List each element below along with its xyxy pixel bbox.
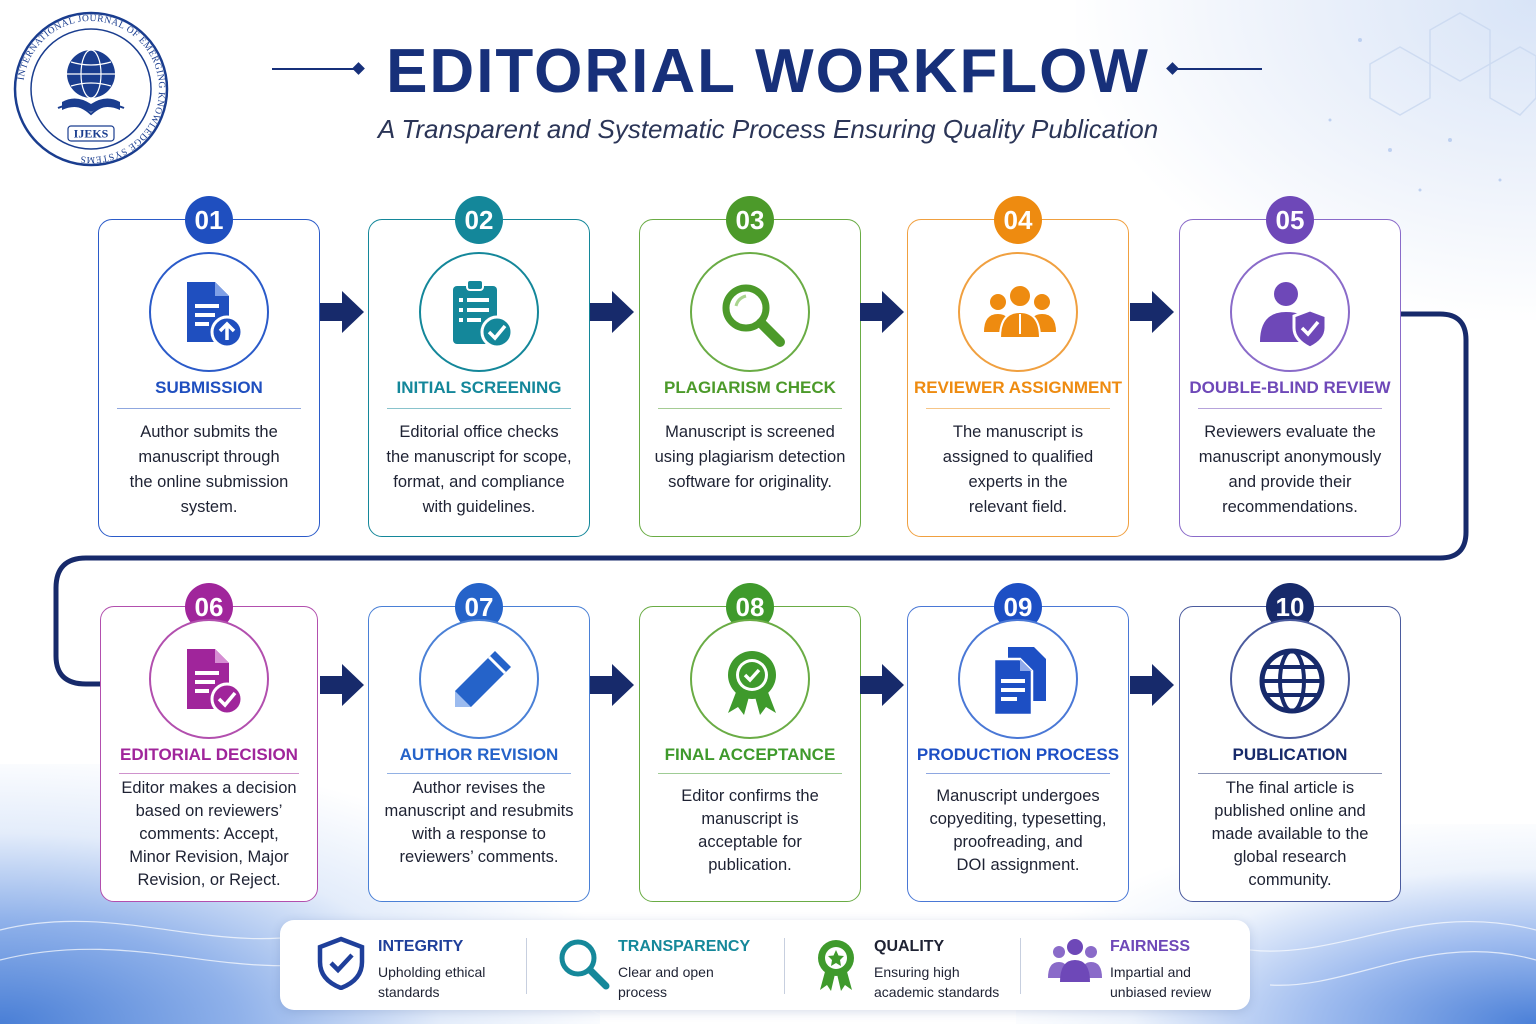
documents-icon — [992, 647, 1046, 717]
step-title: PRODUCTION PROCESS — [916, 745, 1120, 764]
arrow-right-icon — [320, 291, 364, 333]
people-icon — [1048, 939, 1102, 982]
step-title: DOUBLE-BLIND REVIEW — [1189, 378, 1391, 397]
value-title: TRANSPARENCY — [618, 938, 751, 955]
logo-abbrev: IJEKS — [74, 127, 109, 141]
value-title: INTEGRITY — [378, 938, 464, 955]
value-title: FAIRNESS — [1110, 938, 1191, 955]
value-description: Clear and open process — [618, 964, 714, 1000]
arrow-right-icon — [860, 291, 904, 333]
step-card-editorial-decision: 06 EDITORIAL DECISION Editor makes a dec… — [100, 583, 318, 902]
value-title: QUALITY — [874, 938, 945, 955]
page-subtitle: A Transparent and Systematic Process Ens… — [377, 114, 1159, 144]
arrow-right-icon — [1130, 664, 1174, 706]
arrow-right-icon — [320, 664, 364, 706]
user-shield-icon — [1260, 282, 1328, 350]
value-description: Upholding ethical standards — [378, 964, 486, 1000]
step-card-reviewer-assignment: 04 REVIEWER ASSIGNMENT The manuscript is… — [907, 196, 1129, 537]
value-integrity: INTEGRITY Upholding ethical standards — [316, 920, 516, 1010]
award-ribbon-icon — [728, 651, 776, 715]
step-number-badge: 03 — [726, 196, 774, 244]
value-fairness: FAIRNESS Impartial and unbiased review — [1048, 920, 1238, 1010]
step-number-badge: 01 — [185, 196, 233, 244]
page-title: EDITORIAL WORKFLOW — [386, 37, 1150, 106]
step-title: PLAGIARISM CHECK — [664, 378, 836, 397]
reviewers-group-icon — [984, 284, 1056, 339]
step-title: INITIAL SCREENING — [396, 378, 562, 397]
value-transparency: TRANSPARENCY Clear and open process — [556, 920, 776, 1010]
step-number-badge: 02 — [455, 196, 503, 244]
arrow-right-icon — [590, 664, 634, 706]
value-description: Impartial and unbiased review — [1110, 964, 1212, 1000]
step-card-initial-screening: 02 INITIAL SCREENING Editorial office ch… — [368, 196, 590, 537]
step-card-production-process: 09 PRODUCTION PROCESS Manuscript undergo… — [907, 583, 1129, 902]
journal-logo: INTERNATIONAL JOURNAL OF EMERGING KNOWLE… — [12, 10, 170, 168]
step-title: PUBLICATION — [1232, 745, 1348, 764]
award-ribbon-icon — [818, 940, 854, 991]
shield-check-icon — [317, 936, 365, 990]
globe-icon — [1259, 648, 1325, 714]
step-card-plagiarism-check: 03 PLAGIARISM CHECK Manuscript is screen… — [639, 196, 861, 537]
step-title: AUTHOR REVISION — [399, 745, 559, 764]
step-card-double-blind-review: 05 DOUBLE-BLIND REVIEW Reviewers evaluat… — [1179, 196, 1401, 537]
step-title: SUBMISSION — [155, 378, 263, 397]
magnifier-icon — [559, 939, 610, 990]
arrow-right-icon — [860, 664, 904, 706]
step-number-badge: 04 — [994, 196, 1042, 244]
step-title: EDITORIAL DECISION — [120, 745, 298, 764]
pencil-icon — [455, 651, 511, 707]
step-number-badge: 05 — [1266, 196, 1314, 244]
value-quality: QUALITY Ensuring high academic standards — [812, 920, 1022, 1010]
value-description: Ensuring high academic standards — [874, 964, 1000, 1000]
core-values-bar: INTEGRITY Upholding ethical standards TR… — [280, 920, 1250, 1010]
step-title: FINAL ACCEPTANCE — [664, 745, 836, 764]
clipboard-check-icon — [453, 279, 514, 349]
document-upload-icon — [187, 282, 244, 349]
title-rule-left — [272, 68, 362, 70]
title-rule-right — [1172, 68, 1262, 70]
document-check-icon — [187, 649, 244, 716]
arrow-right-icon — [590, 291, 634, 333]
magnifier-icon — [722, 284, 785, 347]
step-title: REVIEWER ASSIGNMENT — [913, 378, 1123, 397]
arrow-right-icon — [1130, 291, 1174, 333]
